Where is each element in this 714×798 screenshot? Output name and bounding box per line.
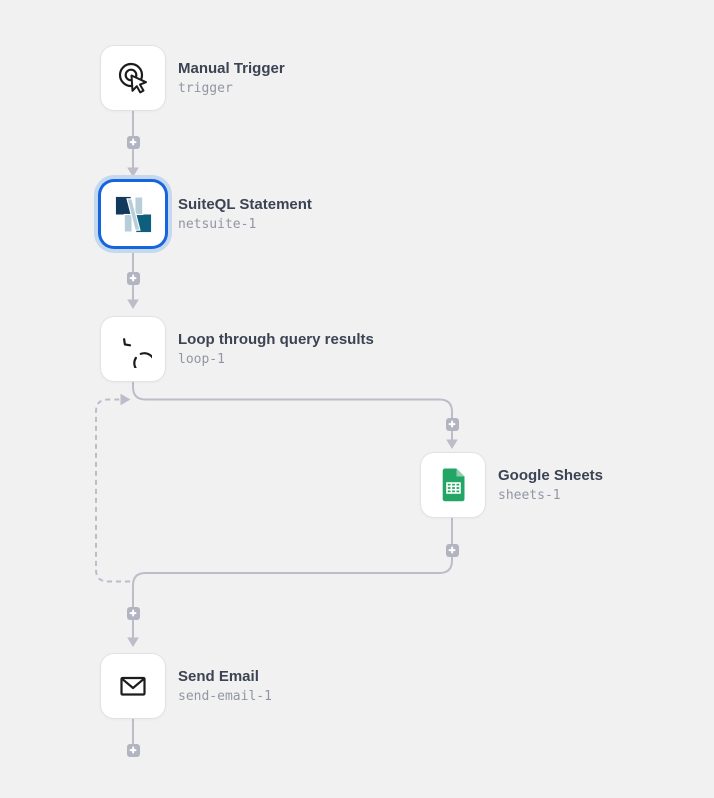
arrowhead-down-icon <box>127 637 139 647</box>
google-sheets-icon <box>442 468 465 502</box>
node-step-name: send-email-1 <box>178 688 272 704</box>
node-card[interactable] <box>101 317 165 381</box>
node-title: Manual Trigger <box>178 59 285 77</box>
node-step-name: sheets-1 <box>498 487 561 503</box>
workflow-node-loop[interactable]: Loop through query results loop-1 <box>101 317 374 381</box>
node-title: Loop through query results <box>178 330 374 348</box>
node-card[interactable] <box>421 453 485 517</box>
node-title: SuiteQL Statement <box>178 195 312 213</box>
loop-icon <box>123 338 152 368</box>
add-step-button[interactable] <box>126 271 140 285</box>
node-step-name: netsuite-1 <box>178 216 257 232</box>
arrowhead-right-icon <box>120 393 131 406</box>
node-title: Send Email <box>178 667 259 685</box>
arrowhead-down-icon <box>127 299 139 309</box>
workflow-node-sheets[interactable]: Google Sheets sheets-1 <box>421 453 603 517</box>
node-card-selected[interactable] <box>101 182 165 246</box>
node-card[interactable] <box>101 654 165 718</box>
node-step-name: loop-1 <box>178 351 225 367</box>
connector-loop-sheets <box>132 381 453 440</box>
manual-trigger-icon <box>118 62 147 94</box>
workflow-node-trigger[interactable]: Manual Trigger trigger <box>101 46 285 110</box>
add-step-button[interactable] <box>126 606 140 620</box>
loop-back-edge <box>95 398 130 583</box>
netsuite-icon <box>115 195 151 233</box>
node-title: Google Sheets <box>498 466 604 484</box>
email-icon <box>120 676 146 696</box>
arrowhead-down-icon <box>446 439 458 449</box>
add-step-button[interactable] <box>445 417 459 431</box>
add-step-button[interactable] <box>126 743 140 757</box>
workflow-node-send-email[interactable]: Send Email send-email-1 <box>101 654 272 718</box>
connector-sheets-email <box>132 517 453 638</box>
add-step-button[interactable] <box>126 135 140 149</box>
node-card[interactable] <box>101 46 165 110</box>
arrowhead-down-icon <box>127 167 139 177</box>
workflow-node-netsuite[interactable]: SuiteQL Statement netsuite-1 <box>101 182 312 246</box>
add-step-button[interactable] <box>445 543 459 557</box>
node-step-name: trigger <box>178 80 233 96</box>
